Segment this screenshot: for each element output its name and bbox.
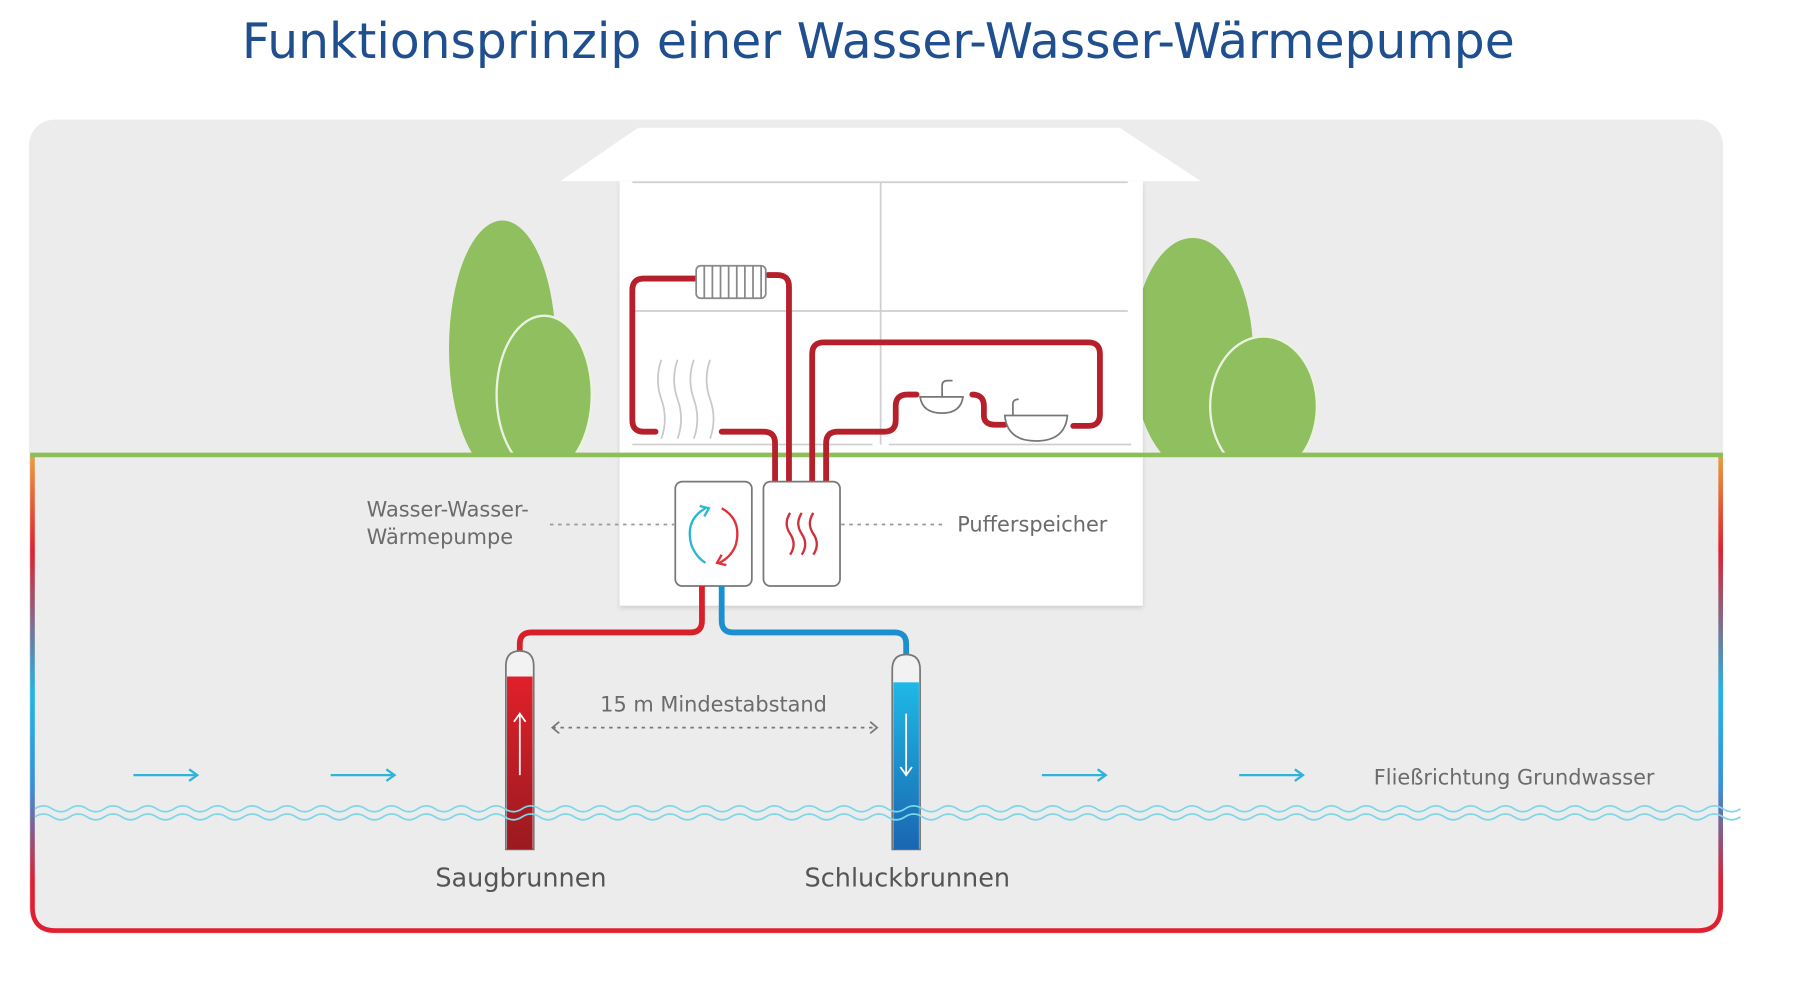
return-pipe: [718, 586, 910, 685]
suction-well: [505, 650, 535, 851]
radiator-icon: [695, 264, 767, 300]
injection-well: [891, 653, 921, 851]
heat-pump-unit: [674, 480, 753, 587]
buffer-tank: [762, 480, 841, 587]
ground-border: [30, 454, 1723, 933]
heat-waves-icon: [785, 512, 818, 556]
flow-arrow-icon: [1239, 768, 1305, 782]
floor-heating-icon: [656, 359, 715, 439]
page-title: Funktionsprinzip einer Wasser-Wasser-Wär…: [242, 14, 1515, 70]
flow-arrow-icon: [133, 768, 200, 782]
suction-well-label: Saugbrunnen: [435, 864, 606, 894]
heating-pipes: [629, 272, 1103, 485]
buffer-label: Pufferspeicher: [957, 512, 1108, 536]
heat-pump-label-2: Wärmepumpe: [367, 525, 513, 549]
trees: [449, 220, 1319, 455]
heat-pump-label: Wasser-Wasser-: [367, 497, 529, 521]
sink-icon: [919, 379, 965, 415]
supply-pipe: [516, 586, 705, 679]
flow-arrow-icon: [330, 768, 397, 782]
bathtub-icon: [1003, 398, 1069, 442]
distance-label: 15 m Mindestabstand: [600, 692, 827, 716]
flow-arrows: [133, 768, 1305, 782]
flow-arrow-icon: [1041, 768, 1108, 782]
flow-direction-label: Fließrichtung Grundwasser: [1374, 765, 1655, 789]
distance-arrow: [550, 721, 879, 735]
heat-pump-cycle-icon: [688, 504, 739, 567]
groundwater-waves: [34, 805, 1741, 821]
injection-well-label: Schluckbrunnen: [805, 864, 1011, 894]
